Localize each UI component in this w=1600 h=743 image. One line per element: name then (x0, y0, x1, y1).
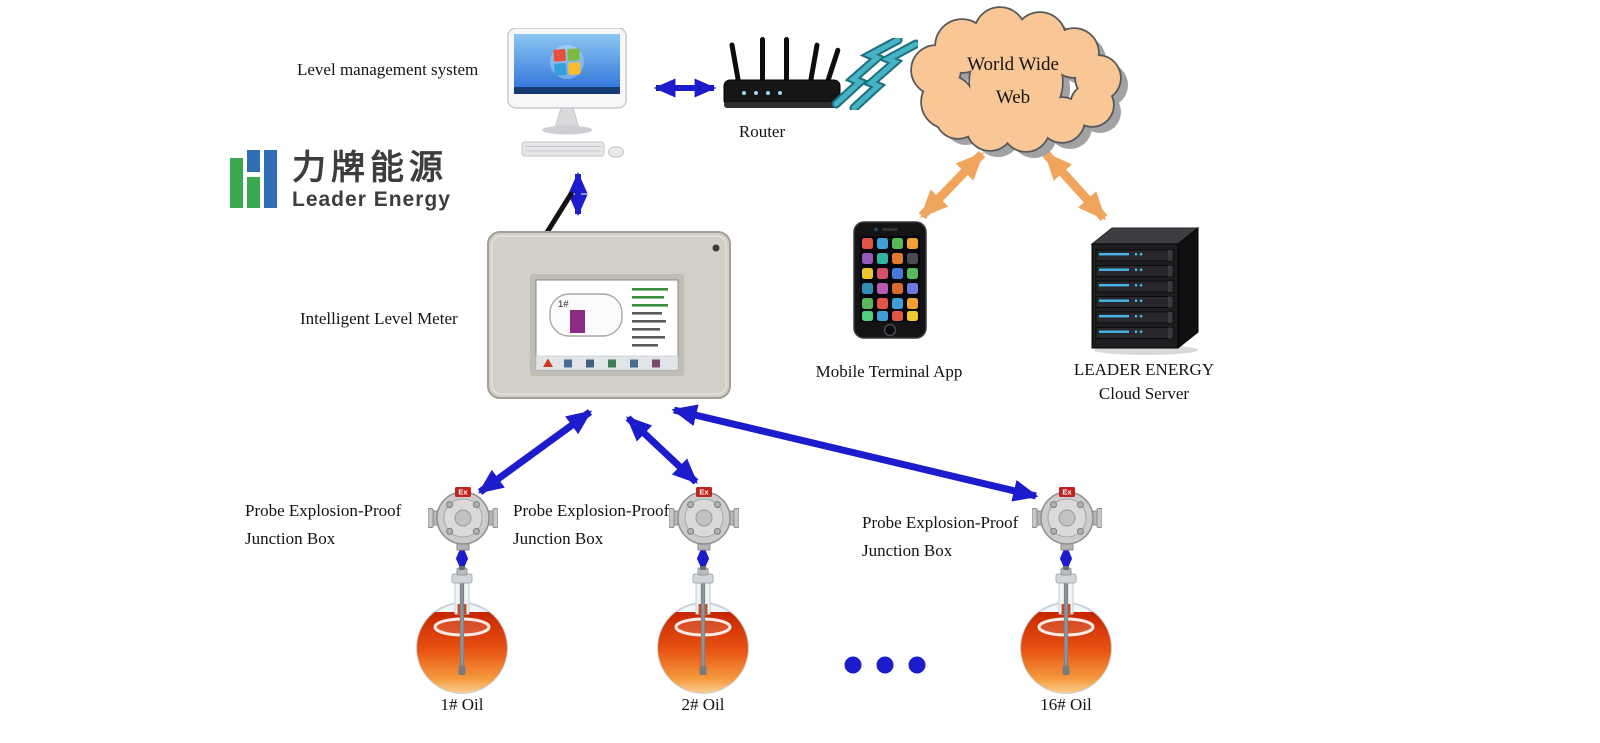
cloud-server-illustration (1090, 226, 1200, 355)
oil-tank-illustration-3 (1011, 566, 1121, 696)
alarm-icon (543, 358, 553, 367)
ex-label-3: Ex (1062, 488, 1072, 497)
mobile-phone-illustration (853, 221, 927, 339)
probe-label-2-line2: Junction Box (513, 529, 604, 548)
meter-antenna (543, 191, 574, 237)
arrow-meter-junctionbox3 (671, 404, 1039, 502)
cloud-label: World Wide Web (948, 48, 1078, 114)
probe-label-3-line2: Junction Box (862, 541, 953, 560)
arrow-cloud-server (1042, 150, 1108, 222)
router-illustration (723, 37, 841, 108)
logo-icon (230, 150, 277, 208)
cloud-server-label-line2: Cloud Server (1098, 384, 1190, 403)
windows-logo-icon (553, 48, 581, 76)
probe-label-2-line1: Probe Explosion-Proof (513, 501, 670, 520)
server-bays (1095, 249, 1175, 339)
probe-label-1-line2: Junction Box (245, 529, 336, 548)
tank-label-3: 16# Oil (1040, 695, 1092, 714)
arrow-cloud-mobile (918, 150, 986, 220)
level-meter-illustration: 1# (487, 191, 731, 399)
leader-energy-logo: 力牌能源 Leader Energy (230, 150, 451, 212)
arrow-meter-junctionbox1 (477, 409, 593, 495)
screen-tank-graphic (549, 293, 623, 337)
wireless-signal-icon (831, 38, 918, 110)
probe-label-2: Probe Explosion-Proof Junction Box (513, 497, 669, 553)
intelligent-level-meter-label: Intelligent Level Meter (300, 309, 458, 328)
ex-label-1: Ex (458, 488, 468, 497)
keyboard (521, 141, 605, 157)
cloud-server-label-line1: LEADER ENERGY (1073, 360, 1215, 379)
ex-label-2: Ex (699, 488, 709, 497)
router-label: Router (738, 122, 786, 141)
mobile-terminal-app-label: Mobile Terminal App (815, 362, 963, 381)
mouse (608, 146, 624, 158)
oil-tank-illustration-1 (407, 566, 517, 696)
probe-label-3: Probe Explosion-Proof Junction Box (862, 509, 1018, 565)
desktop-computer-illustration (507, 28, 627, 158)
level-management-system-label: Level management system (297, 60, 479, 79)
oil-tank-illustration-2 (648, 566, 758, 696)
cloud-server-label: LEADER ENERGY Cloud Server (1064, 358, 1224, 406)
junction-box-illustration-3: Ex (1032, 487, 1102, 551)
arrow-meter-junctionbox2 (625, 415, 699, 485)
tank-label-1: 1# Oil (440, 695, 484, 714)
ellipsis-dots (844, 656, 926, 674)
tank-label-2: 2# Oil (681, 695, 725, 714)
probe-label-3-line1: Probe Explosion-Proof (862, 513, 1019, 532)
junction-box-illustration-2: Ex (669, 487, 739, 551)
probe-label-1-line1: Probe Explosion-Proof (245, 501, 402, 520)
cloud-label-line1: World Wide (967, 54, 1059, 75)
logo-text-cn: 力牌能源 (292, 149, 448, 187)
screen-tank-label: 1# (558, 299, 569, 310)
probe-label-1: Probe Explosion-Proof Junction Box (245, 497, 401, 553)
meter-led (712, 244, 720, 252)
cloud-label-line2: Web (995, 87, 1031, 108)
logo-text-en: Leader Energy (292, 188, 451, 211)
home-button (883, 323, 897, 337)
junction-box-illustration-1: Ex (428, 487, 498, 551)
app-grid (862, 238, 918, 321)
